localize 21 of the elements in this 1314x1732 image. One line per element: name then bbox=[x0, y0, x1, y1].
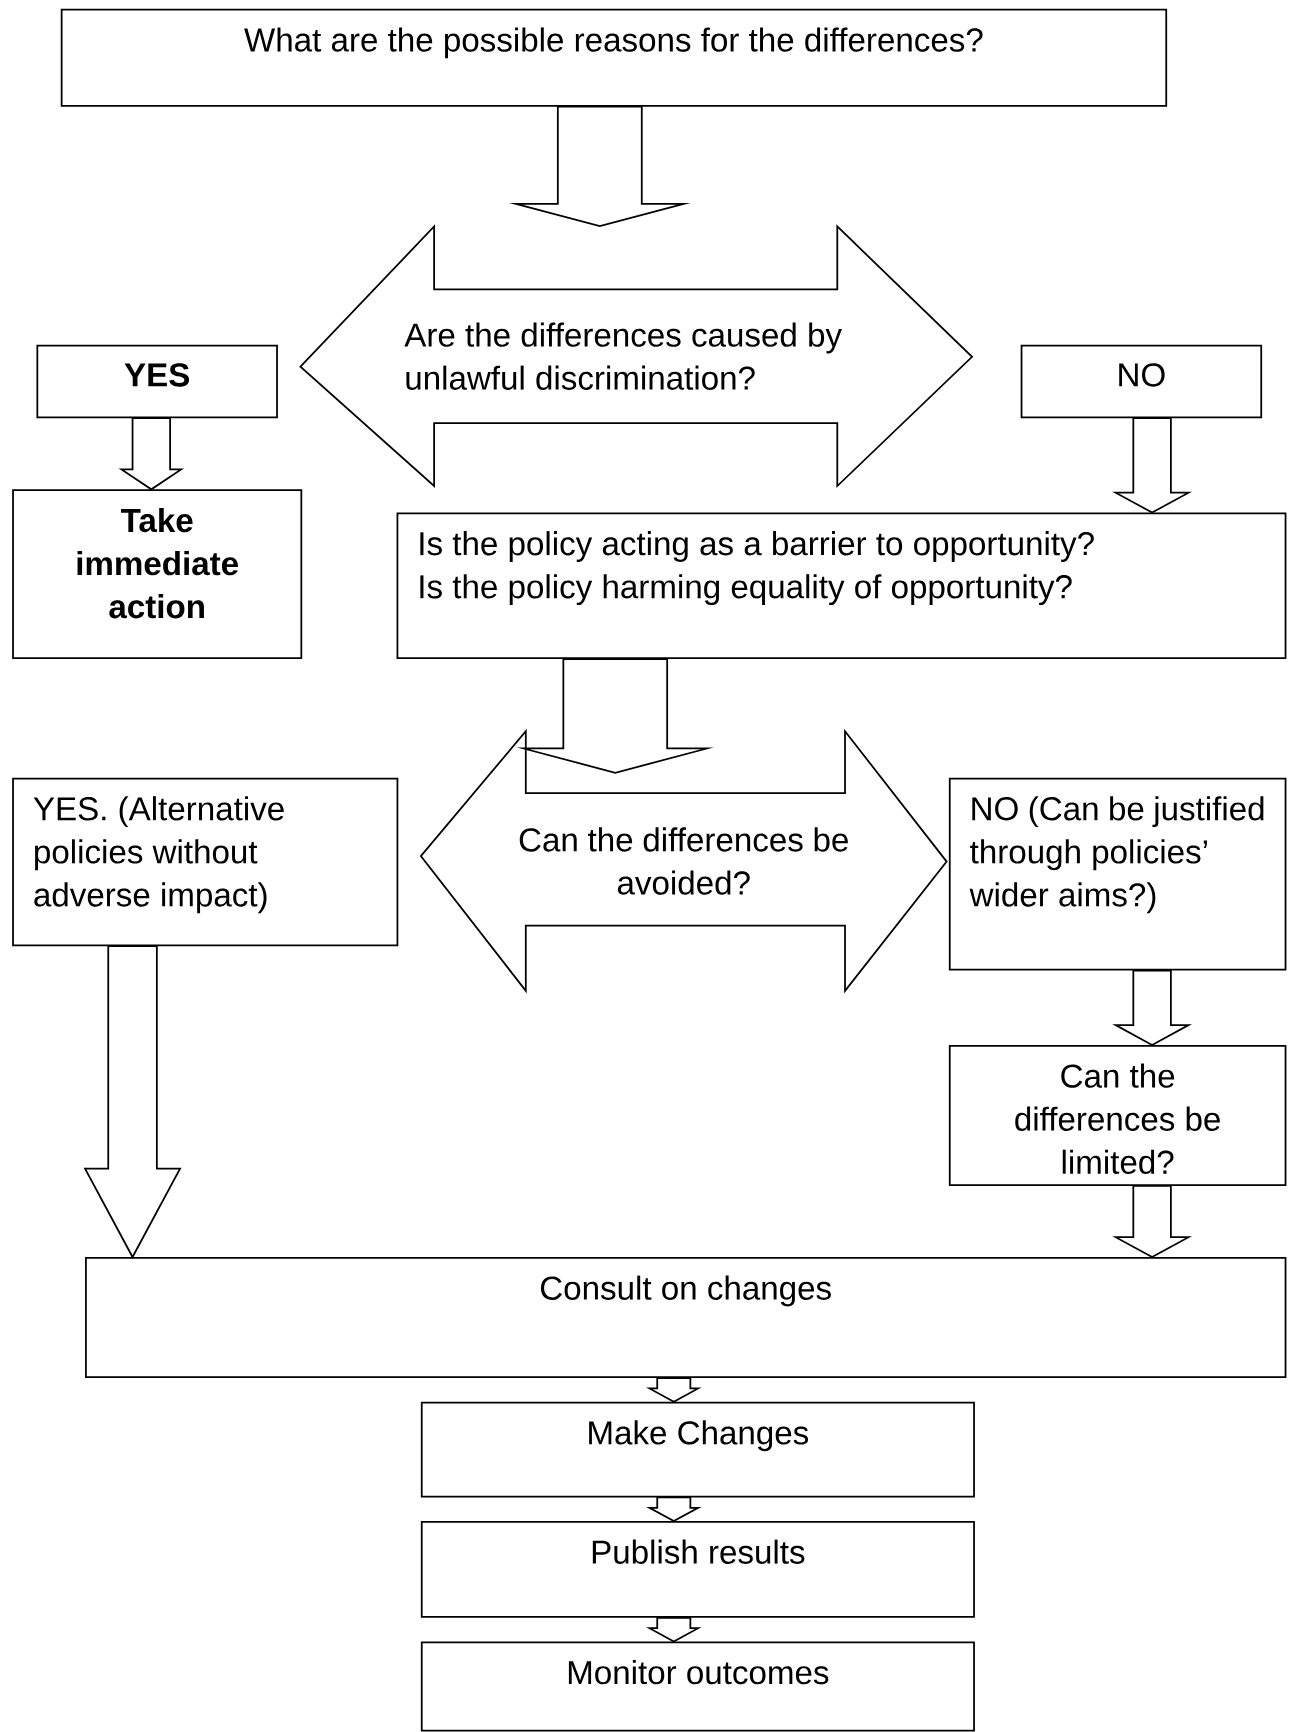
block-arrow bbox=[83, 945, 182, 1259]
process-box: Make Changes bbox=[420, 1401, 975, 1498]
answer-box: NO bbox=[1020, 344, 1262, 419]
process-box: What are the possible reasons for the differences? bbox=[60, 8, 1167, 107]
process-box: Publish results bbox=[420, 1521, 975, 1618]
answer-box: YES bbox=[36, 344, 278, 419]
process-box: Take immediate action bbox=[11, 489, 302, 659]
process-box: Monitor outcomes bbox=[420, 1641, 975, 1732]
block-arrow bbox=[1111, 969, 1192, 1046]
block-arrow bbox=[1111, 417, 1192, 514]
process-box: Can the differences be limited? bbox=[948, 1044, 1287, 1186]
block-arrow bbox=[645, 1496, 702, 1523]
process-box: Consult on changes bbox=[84, 1257, 1287, 1379]
answer-box: YES. (Alternative policies without adverse impact) bbox=[11, 777, 399, 947]
block-arrow bbox=[118, 417, 184, 491]
block-arrow bbox=[508, 105, 691, 227]
process-box: Is the policy acting as a barrier to opportunity? Is the policy harming equality of opportunity? bbox=[396, 512, 1287, 659]
block-arrow bbox=[1111, 1185, 1192, 1259]
block-arrow bbox=[645, 1377, 702, 1403]
block-arrow bbox=[645, 1616, 702, 1643]
answer-box: NO (Can be justified through policies’ wider aims?) bbox=[948, 777, 1287, 971]
